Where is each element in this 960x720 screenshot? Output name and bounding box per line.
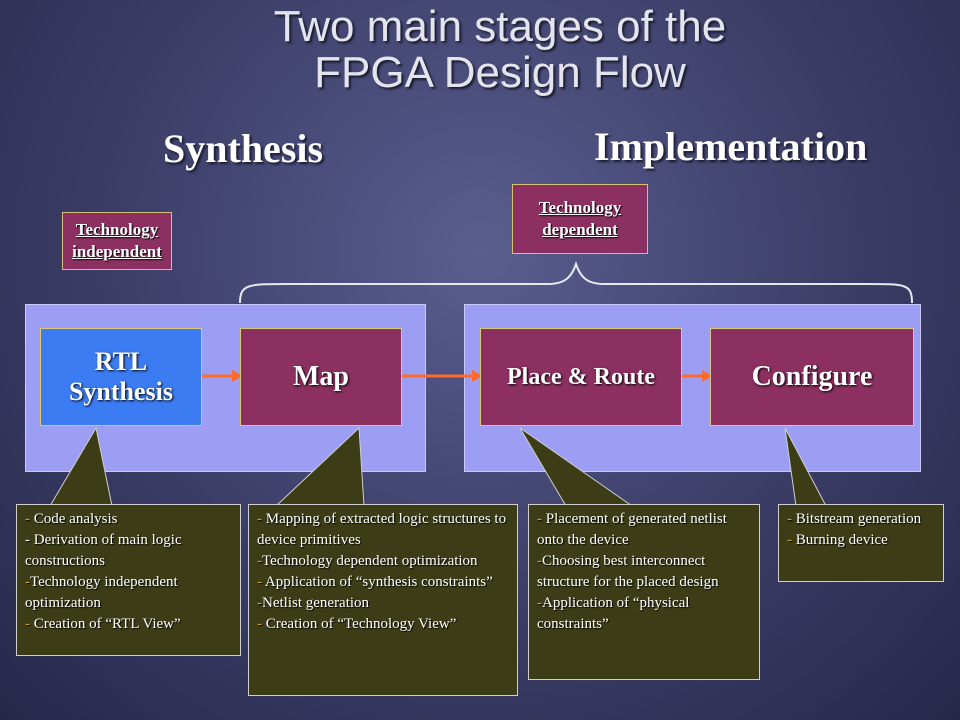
map-block: Map [240, 328, 402, 426]
note-item: -Choosing best interconnect structure fo… [537, 553, 719, 590]
slide-title: Two main stages of the FPGA Design Flow [0, 4, 960, 96]
note-item: - Creation of “RTL View” [25, 616, 181, 632]
callout-pointer-map [274, 426, 365, 507]
implementation-brace [239, 260, 913, 304]
tag-independent-line1: Technology [75, 220, 159, 239]
callout-pointer-rtl [49, 426, 113, 507]
place-route-notes-callout: - Placement of generated netlist onto th… [528, 504, 760, 680]
tag-technology-independent: Technology independent [62, 212, 172, 270]
note-item: -Technology independent optimization [25, 574, 178, 611]
rtl-block-line2: Synthesis [68, 377, 174, 406]
configure-block: Configure [710, 328, 914, 426]
note-item: -Netlist generation [257, 595, 370, 611]
tag-technology-dependent: Technology dependent [512, 184, 648, 254]
implementation-label: Implementation [594, 124, 868, 169]
note-item: -Technology dependent optimization [257, 553, 478, 569]
note-item: - Code analysis [25, 511, 118, 527]
note-item: - Bitstream generation [787, 511, 922, 527]
note-item: - Creation of “Technology View” [257, 616, 457, 632]
rtl-block-line1: RTL [94, 347, 148, 376]
place-route-block: Place & Route [480, 328, 682, 426]
rtl-notes-callout: - Code analysis - Derivation of main log… [16, 504, 241, 656]
note-item: -Application of “physical constraints” [537, 595, 690, 632]
tag-dependent-line1: Technology [538, 198, 622, 217]
rtl-synthesis-block: RTL Synthesis [40, 328, 202, 426]
callout-pointer-pr [519, 427, 634, 507]
note-item: - Burning device [787, 532, 888, 548]
callout-pointer-configure [784, 427, 827, 507]
note-item: - Derivation of main logic constructions [25, 532, 182, 569]
flow-arrow-map-pr [401, 370, 482, 382]
configure-notes-callout: - Bitstream generation - Burning device [778, 504, 944, 582]
synthesis-label: Synthesis [163, 126, 324, 171]
note-item: - Application of “synthesis constraints” [257, 574, 493, 590]
flow-arrow-pr-configure [681, 370, 712, 382]
title-line-2: FPGA Design Flow [314, 48, 686, 97]
note-item: - Placement of generated netlist onto th… [537, 511, 727, 548]
note-item: - Mapping of extracted logic structures … [257, 511, 507, 548]
map-notes-callout: - Mapping of extracted logic structures … [248, 504, 518, 696]
tag-dependent-line2: dependent [542, 220, 618, 239]
flow-arrow-rtl-map [201, 370, 242, 382]
tag-independent-line2: independent [72, 242, 162, 261]
title-line-1: Two main stages of the [273, 2, 727, 51]
